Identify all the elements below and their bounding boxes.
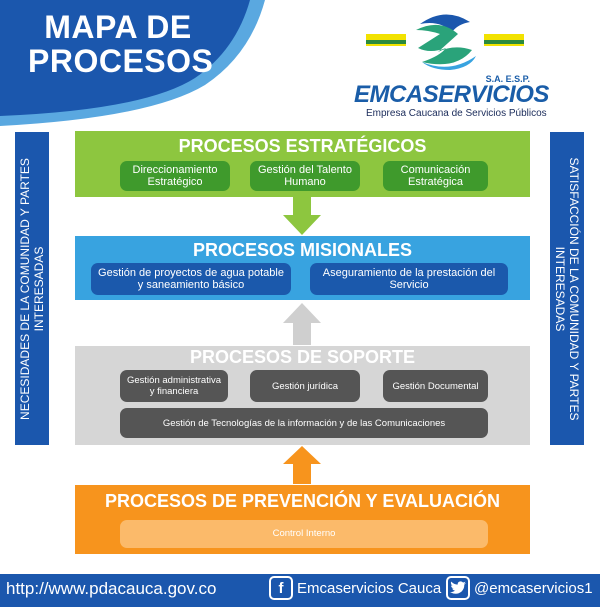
missional-processes-panel: PROCESOS MISIONALES Gestión de proyectos… — [75, 236, 530, 300]
prevention-title: PROCESOS DE PREVENCIÓN Y EVALUACIÓN — [104, 491, 501, 511]
arrow-up-orange-icon — [283, 446, 321, 484]
missional-title: PROCESOS MISIONALES — [192, 240, 413, 260]
strategic-title: PROCESOS ESTRATÉGICOS — [178, 136, 427, 156]
footer-url-link[interactable]: http://www.pdacauca.gov.co — [6, 579, 217, 598]
process-talento-humano: Gestión del Talento Humano — [250, 161, 360, 191]
logo-name: EMCASERVICIOS — [354, 81, 549, 108]
emcaservicios-logo-icon — [366, 14, 524, 70]
process-aseguramiento: Aseguramiento de la prestación del Servi… — [310, 263, 508, 295]
process-documental: Gestión Documental — [383, 370, 488, 402]
process-administrativa: Gestión administrativa y financiera — [120, 370, 228, 402]
footer-bar — [0, 574, 600, 607]
page-title: MAPA DE PROCESOS — [28, 9, 214, 79]
process-juridica: Gestión jurídica — [250, 370, 360, 402]
header-background — [0, 0, 265, 126]
strategic-processes-panel: PROCESOS ESTRATÉGICOS Direccionamiento E… — [75, 131, 530, 197]
side-needs-label: NECESIDADES DE LA COMUNIDAD Y PARTES INT… — [18, 157, 46, 420]
process-proyectos-agua: Gestión de proyectos de agua potable y s… — [91, 263, 291, 295]
process-direccionamiento: Direccionamiento Estratégico — [120, 161, 230, 191]
company-logo: S.A. E.S.P. EMCASERVICIOS Empresa Caucan… — [354, 4, 560, 124]
process-control-interno: Control Interno — [120, 520, 488, 548]
footer-facebook-link[interactable]: Emcaservicios Cauca — [297, 580, 442, 597]
footer-twitter-link[interactable]: @emcaservicios1 — [474, 580, 593, 597]
support-title: PROCESOS DE SOPORTE — [189, 347, 416, 367]
side-satisfaction-label: SATISFACCIÓN DE LA COMUNIDAD Y PARTES IN… — [553, 157, 581, 420]
side-satisfaction-bar: SATISFACCIÓN DE LA COMUNIDAD Y PARTES IN… — [550, 132, 584, 445]
twitter-bird-icon — [450, 581, 466, 594]
support-processes-panel: PROCESOS DE SOPORTE Gestión administrati… — [75, 346, 530, 445]
logo-legal-suffix: S.A. E.S.P. — [485, 74, 530, 84]
process-tecnologias: Gestión de Tecnologías de la información… — [120, 408, 488, 438]
prevention-processes-panel: PROCESOS DE PREVENCIÓN Y EVALUACIÓN Cont… — [75, 485, 530, 554]
arrow-up-grey-icon — [283, 303, 321, 345]
side-needs-bar: NECESIDADES DE LA COMUNIDAD Y PARTES INT… — [15, 132, 49, 445]
twitter-icon[interactable] — [446, 576, 470, 600]
process-comunicacion: Comunicación Estratégica — [383, 161, 488, 191]
arrow-down-green-icon — [283, 197, 321, 235]
facebook-icon[interactable]: f — [269, 576, 293, 600]
logo-tagline: Empresa Caucana de Servicios Públicos — [366, 108, 547, 119]
